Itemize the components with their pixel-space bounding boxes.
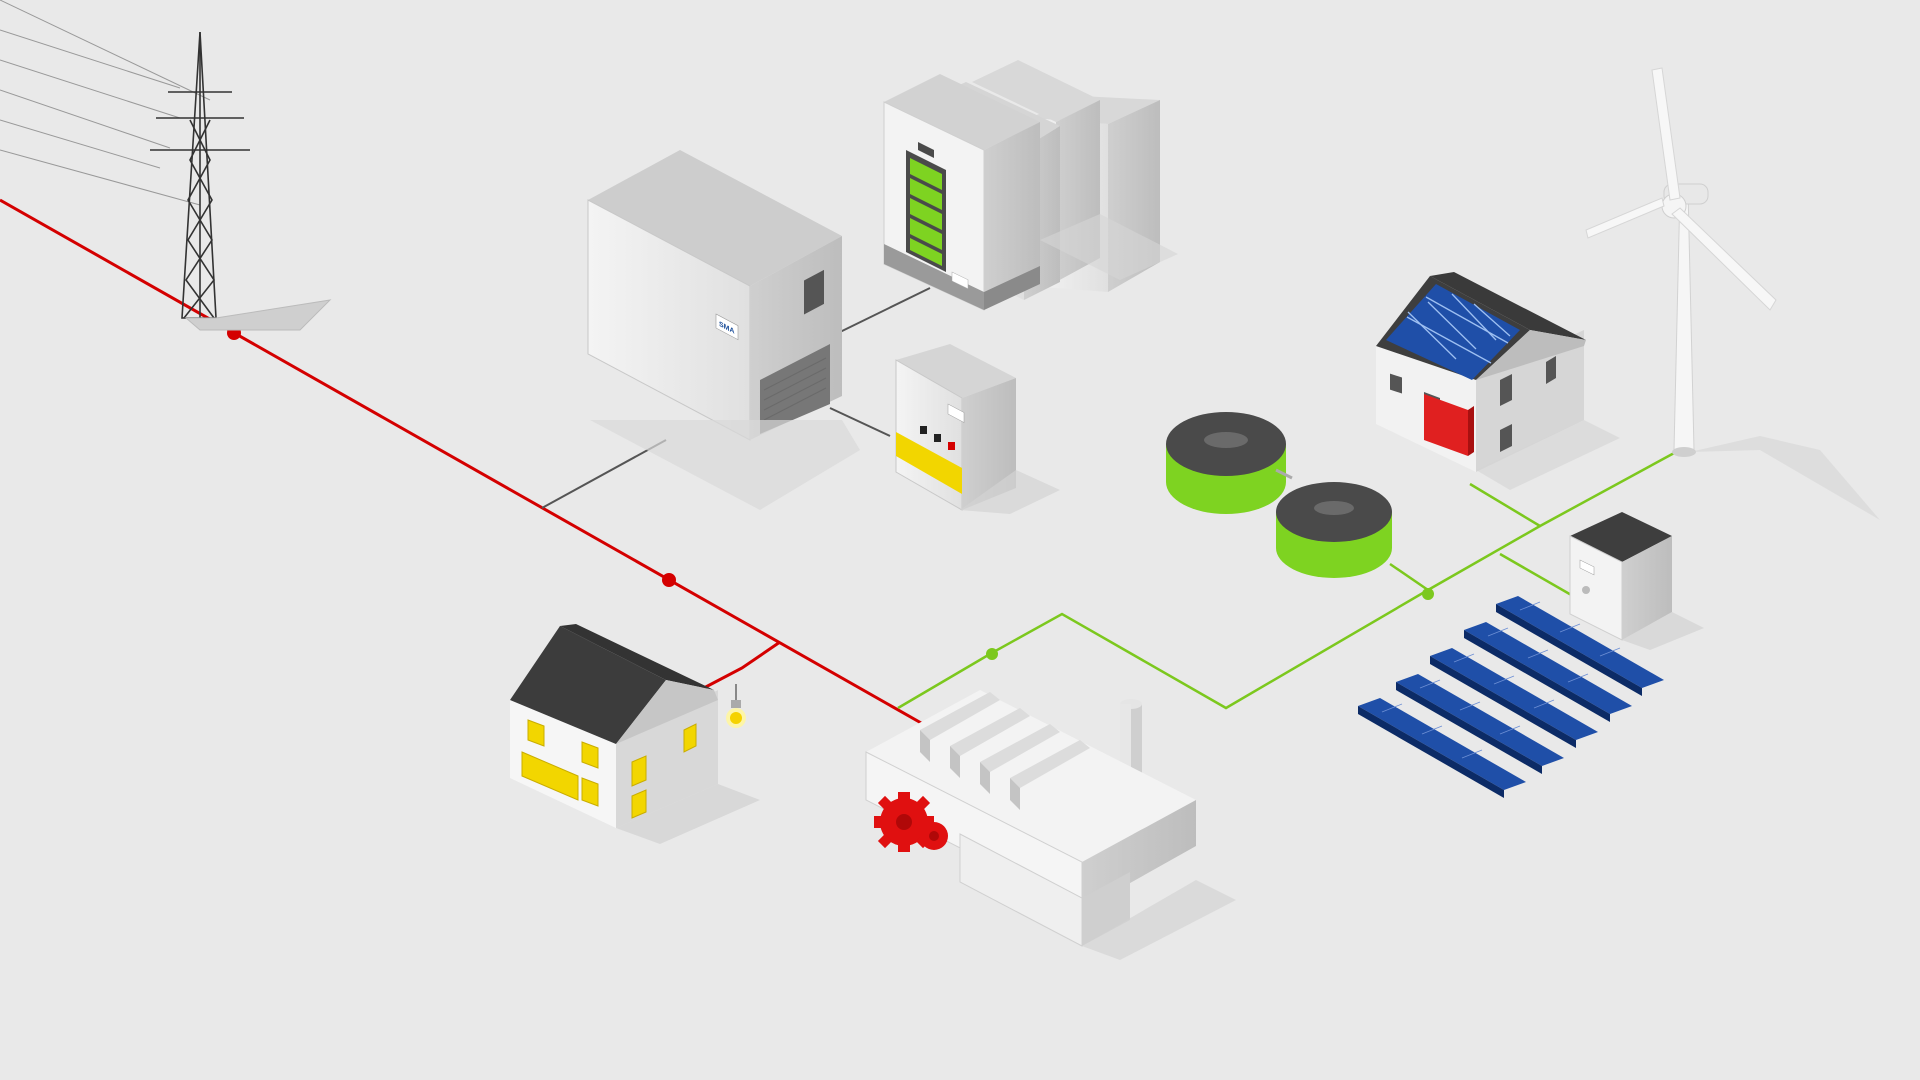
green-line-house-wind	[1469, 450, 1677, 528]
biogas-tanks-icon	[1166, 412, 1392, 578]
solar-row-1	[1496, 596, 1664, 696]
battery-logo	[951, 271, 969, 290]
biogas-tank-1	[1166, 412, 1286, 514]
grid-power-line	[0, 198, 931, 730]
solar-house-icon	[1376, 272, 1620, 490]
dc-line-inverter-battery	[839, 287, 931, 333]
transmission-tower-icon	[0, 0, 332, 331]
factory-roof	[920, 692, 1090, 810]
factory-icon	[865, 690, 1236, 960]
dc-line-inverter-cabinet	[829, 407, 891, 437]
dc-line-inverter-grid	[541, 439, 667, 509]
battery-storage-icon	[883, 60, 1178, 311]
roof-solar-panels	[1386, 284, 1520, 380]
biogas-tank-2	[1276, 482, 1392, 578]
grid-line-main	[0, 198, 931, 730]
string-inverter-icon	[1569, 512, 1704, 650]
grid-control-cabinet-icon	[895, 344, 1060, 514]
solar-row-4	[1396, 674, 1564, 774]
wind-turbine-icon	[1585, 67, 1880, 520]
inverter-connection-lines	[541, 287, 931, 509]
central-inverter-icon: SMA	[587, 150, 860, 510]
green-node-solar	[1422, 588, 1434, 600]
grid-node-mid	[662, 573, 676, 587]
green-line-biogas	[1389, 562, 1429, 592]
solar-row-3	[1430, 648, 1598, 748]
red-inverter-box	[1424, 394, 1474, 456]
light-bulb-icon	[726, 684, 746, 728]
green-node-factory	[986, 648, 998, 660]
renewable-power-lines	[897, 450, 1677, 710]
lit-windows	[521, 719, 697, 819]
grid-line-house-branch	[699, 640, 781, 692]
battery-charge-indicator	[906, 142, 946, 272]
green-line-inverter	[1499, 552, 1581, 602]
solar-row-2	[1464, 622, 1632, 722]
solar-row-5	[1358, 698, 1526, 798]
green-line-factory	[897, 524, 1541, 710]
consumer-house-icon	[510, 624, 760, 844]
solar-array-icon	[1358, 596, 1664, 798]
gear-icon	[874, 792, 948, 852]
